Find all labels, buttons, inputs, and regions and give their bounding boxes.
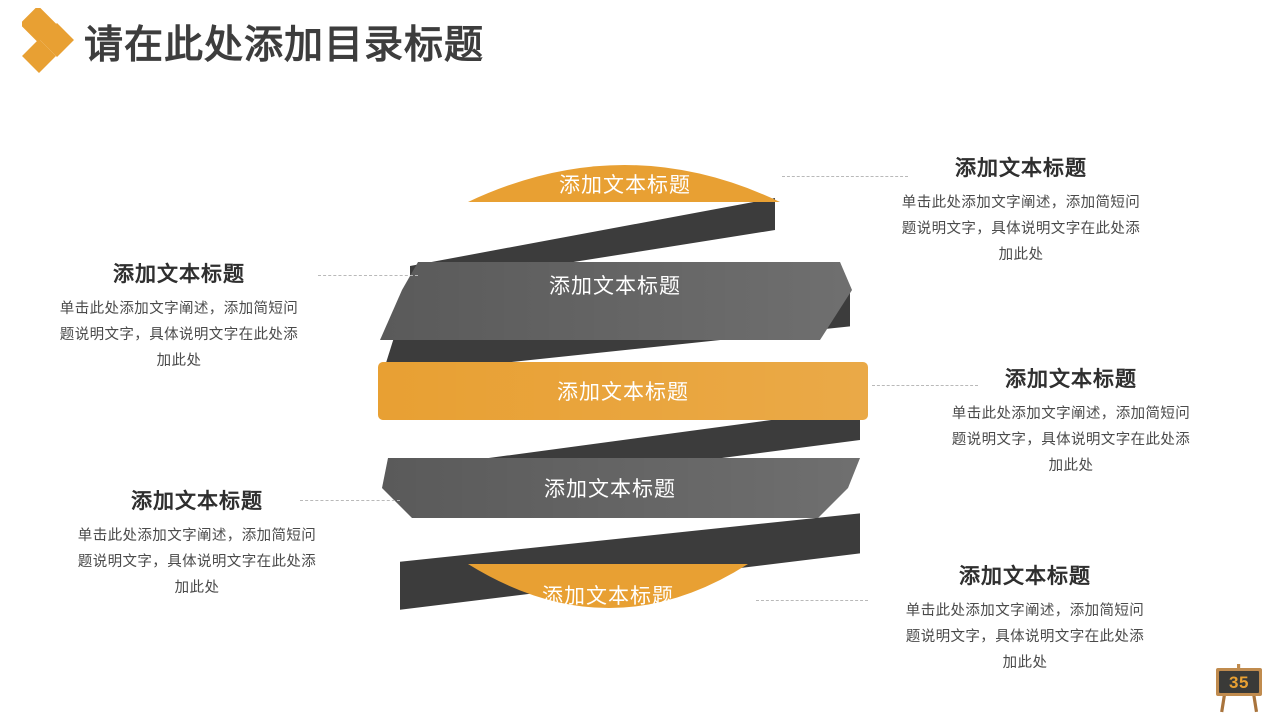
callout-5-body: 单击此处添加文字阐述，添加简短问 题说明文字，具体说明文字在此处添 加此处 <box>862 599 1188 676</box>
ribbon-band-2-shade <box>380 262 852 340</box>
ribbon-band-1[interactable] <box>468 165 780 202</box>
callout-4-body-line-2: 题说明文字，具体说明文字在此处添 <box>77 553 317 570</box>
ribbon-band-4-shade <box>382 458 860 518</box>
page-number: 35 <box>1229 673 1249 692</box>
callout-2-body-line-1: 单击此处添加文字阐述，添加简短问 <box>59 301 299 317</box>
connector-line-1 <box>782 176 908 177</box>
callout-2: 添加文本标题 单击此处添加文字阐述，添加简短问 题说明文字，具体说明文字在此处添… <box>16 258 342 374</box>
connector-line-2 <box>318 275 418 276</box>
callout-5-body-line-3: 加此处 <box>1002 654 1048 671</box>
callout-1-body-line-1: 单击此处添加文字阐述，添加简短问 <box>901 195 1141 211</box>
callout-2-body-line-3: 加此处 <box>156 352 202 369</box>
callout-4-body-line-3: 加此处 <box>174 579 220 596</box>
callout-3: 添加文本标题 单击此处添加文字阐述，添加简短问 题说明文字，具体说明文字在此处添… <box>908 363 1234 479</box>
callout-1: 添加文本标题 单击此处添加文字阐述，添加简短问 题说明文字，具体说明文字在此处添… <box>858 152 1184 268</box>
callout-1-title: 添加文本标题 <box>955 157 1087 180</box>
easel-blackboard-icon <box>1216 664 1262 713</box>
callout-3-title: 添加文本标题 <box>1005 368 1137 391</box>
page-number-badge: 35 <box>1210 660 1268 714</box>
callout-3-body-line-3: 加此处 <box>1048 457 1094 474</box>
zigzag-ribbon-diagram: 添加文本标题 添加文本标题 添加文本标题 添加文本标题 添加文本标题 <box>340 140 900 650</box>
connector-line-5 <box>756 600 868 601</box>
callout-1-body-line-3: 加此处 <box>998 246 1044 263</box>
diamond-cluster-icon <box>22 8 74 73</box>
callout-5: 添加文本标题 单击此处添加文字阐述，添加简短问 题说明文字，具体说明文字在此处添… <box>862 560 1188 676</box>
callout-3-body-line-1: 单击此处添加文字阐述，添加简短问 <box>951 406 1191 422</box>
callout-1-body-line-2: 题说明文字，具体说明文字在此处添 <box>901 220 1141 237</box>
callout-5-body-line-2: 题说明文字，具体说明文字在此处添 <box>905 628 1145 645</box>
callout-4-title: 添加文本标题 <box>131 490 263 513</box>
callout-2-body: 单击此处添加文字阐述，添加简短问 题说明文字，具体说明文字在此处添 加此处 <box>16 297 342 374</box>
ribbon-band-3-shade <box>378 362 868 420</box>
callout-3-body: 单击此处添加文字阐述，添加简短问 题说明文字，具体说明文字在此处添 加此处 <box>908 402 1234 479</box>
page-title: 请在此处添加目录标题 <box>84 24 485 67</box>
ribbon-shapes <box>378 165 868 610</box>
callout-5-body-line-1: 单击此处添加文字阐述，添加简短问 <box>905 603 1145 619</box>
callout-1-body: 单击此处添加文字阐述，添加简短问 题说明文字，具体说明文字在此处添 加此处 <box>858 191 1184 268</box>
callout-2-body-line-2: 题说明文字，具体说明文字在此处添 <box>59 326 299 343</box>
ribbon-band-5[interactable] <box>468 564 748 608</box>
connector-line-4 <box>300 500 400 501</box>
connector-line-3 <box>872 385 978 386</box>
callout-4-body: 单击此处添加文字阐述，添加简短问 题说明文字，具体说明文字在此处添 加此处 <box>34 524 360 601</box>
callout-5-title: 添加文本标题 <box>959 565 1091 588</box>
callout-4: 添加文本标题 单击此处添加文字阐述，添加简短问 题说明文字，具体说明文字在此处添… <box>34 485 360 601</box>
callout-4-body-line-1: 单击此处添加文字阐述，添加简短问 <box>77 528 317 544</box>
callout-2-title: 添加文本标题 <box>113 263 245 286</box>
slide-header: 请在此处添加目录标题 <box>0 0 1280 86</box>
callout-3-body-line-2: 题说明文字，具体说明文字在此处添 <box>951 431 1191 448</box>
